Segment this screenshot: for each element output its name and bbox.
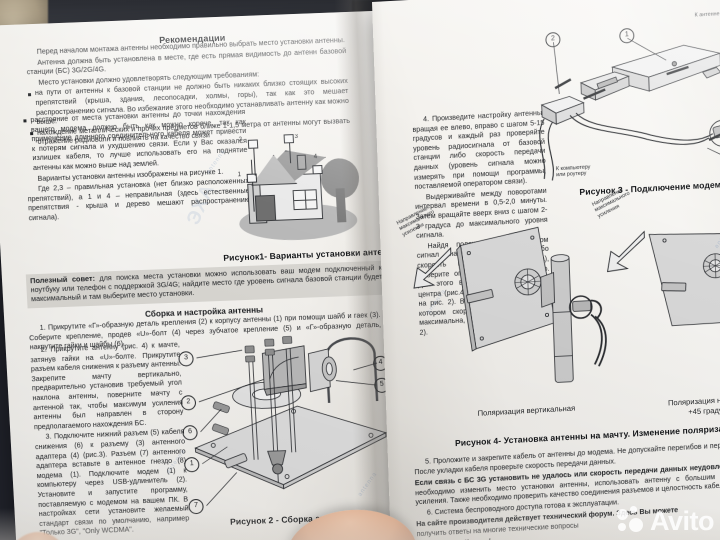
figure2-assembly-illustration: 3 2 6 1 7 4 5: [175, 328, 400, 526]
tip-text: для поиска места установки можно использ…: [30, 262, 383, 304]
left-para4: Где 2,3 – правильная установка (нет близ…: [27, 176, 251, 223]
fig1-label-4: 4: [313, 154, 318, 161]
figure4-svg: [413, 226, 720, 383]
fig1-label-2: 2: [238, 137, 243, 144]
bottom-haze: [0, 508, 720, 540]
fig3-note-to-antenna: К антенне: [694, 11, 720, 19]
fig1-antenna-3: [283, 134, 295, 144]
fig1-label-1: 1: [237, 172, 242, 179]
fig1-tree-trunk: [335, 188, 347, 223]
figure1-house-illustration: 1 2 3 4: [232, 129, 378, 252]
fig1-window: [292, 189, 318, 211]
assembly-step-2: 2. Прикрутите антенну (рис. 4) к мачте, …: [30, 340, 184, 431]
left-bullet-3: расстояние от места установки антенны до…: [23, 108, 248, 174]
fig1-chimney: [296, 154, 307, 170]
fig1-antenna-4: [312, 165, 323, 175]
figure2-svg: [194, 336, 387, 506]
fig1-garage-door: [254, 194, 277, 222]
booklet-left-page: Рекомендации Перед началом монтажа антен…: [0, 10, 429, 540]
booklet-right-page: 4. Произведите настройку антенны, вращая…: [372, 0, 720, 540]
fig1-antenna-2: [247, 139, 259, 149]
figure4-polarization-illustration: Направление максимального усиления Напра…: [396, 187, 720, 412]
fig1-label-3: 3: [294, 133, 299, 141]
figure3-modem-illustration: 2 1 6 8 7 4 К антенне К компьютеру или р…: [523, 6, 720, 197]
